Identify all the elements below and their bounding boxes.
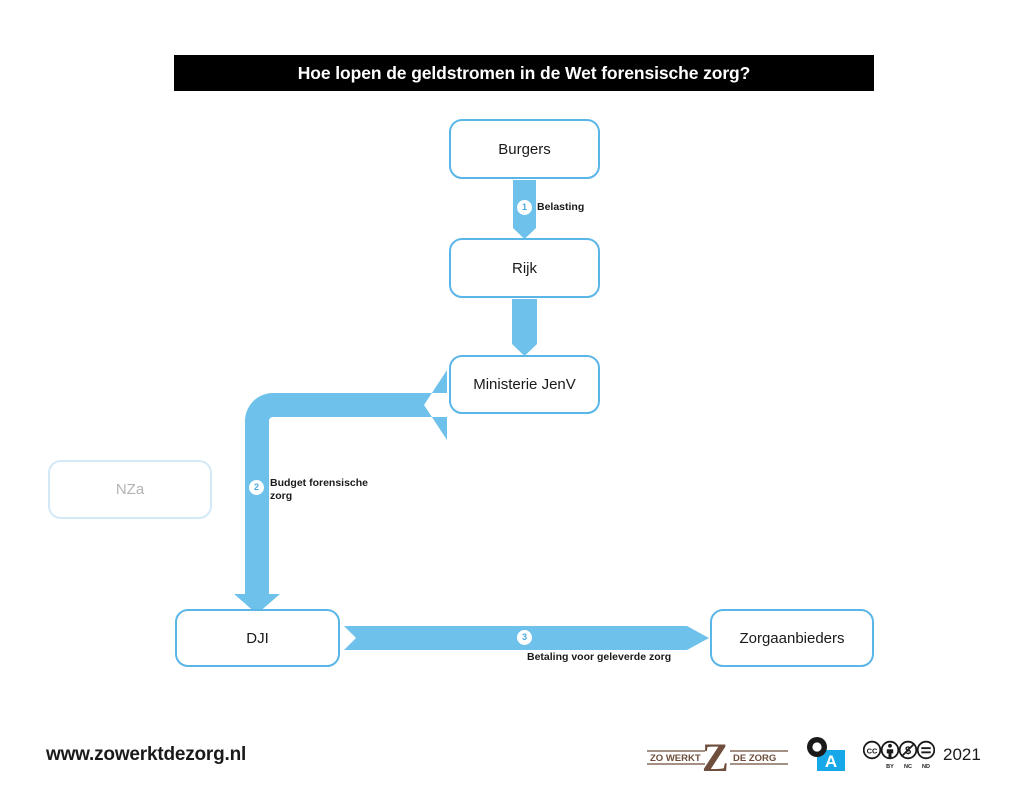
node-burgers[interactable]: Burgers [449,119,600,179]
footer-logos: ZO WERKT DE ZORG Z A CC BY $ NC [645,733,985,778]
zwdz-right-text: DE ZORG [733,753,776,764]
flow-step-badge-2: 2 [249,480,264,495]
open-access-logo: A [807,737,845,771]
node-dji[interactable]: DJI [175,609,340,667]
cc-term-by: BY [886,764,894,770]
flow-label-belasting: Belasting [537,201,585,213]
node-ministerie-jenv[interactable]: Ministerie JenV [449,355,600,414]
node-zorgaanbieders-label: Zorgaanbieders [739,629,845,647]
flow-label-betaling-geleverde-zorg: Betaling voor geleverde zorg [527,651,672,663]
node-rijk[interactable]: Rijk [449,238,600,298]
arrow-ministerie-to-dji [234,370,447,614]
flow-step-badge-1: 1 [517,200,532,215]
arrow-rijk-to-ministerie [512,299,537,356]
footer-website-url[interactable]: www.zowerktdezorg.nl [46,744,247,765]
footer-year: 2021 [943,745,981,764]
cc-mark: CC [867,747,878,756]
cc-term-nc: NC [904,764,912,770]
node-zorgaanbieders[interactable]: Zorgaanbieders [710,609,874,667]
page-title: Hoe lopen de geldstromen in de Wet foren… [297,62,751,83]
oa-letter: A [825,752,837,771]
node-burgers-label: Burgers [498,140,551,158]
cc-term-nd: ND [922,764,930,770]
creative-commons-license-logo: CC BY $ NC ND [863,740,935,770]
node-ministerie-jenv-label: Ministerie JenV [473,376,576,393]
zwdz-left-text: ZO WERKT [650,753,701,764]
zo-werkt-de-zorg-logo: ZO WERKT DE ZORG Z [647,738,788,773]
node-rijk-label: Rijk [512,259,537,277]
flow-step-badge-3: 3 [517,630,532,645]
zwdz-z-mark: Z [702,738,729,773]
node-nza[interactable]: NZa [48,460,212,519]
node-nza-label: NZa [115,481,145,498]
flow-label-budget-forensische-zorg: Budget forensische zorg [270,477,369,502]
node-dji-label: DJI [246,629,269,647]
page-title-banner: Hoe lopen de geldstromen in de Wet foren… [174,55,874,91]
